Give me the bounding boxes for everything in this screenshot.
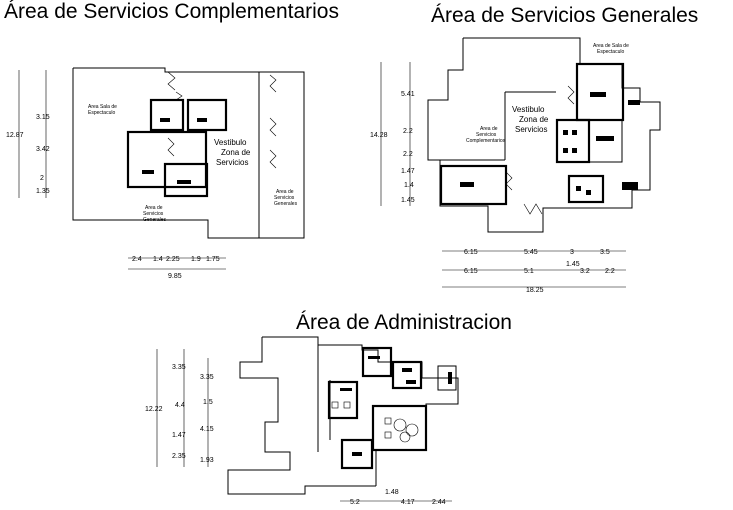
dim-v-1: 5.41 — [401, 91, 415, 98]
dim-h-3: 4.17 — [401, 499, 415, 506]
dim-v1-1: 3.35 — [172, 364, 186, 371]
label-sala-espectaculo-2: Espectaculo — [597, 49, 624, 55]
dim-v-2: 2.2 — [403, 128, 413, 135]
dim-h1-2: 5.45 — [524, 249, 538, 256]
label-vestibulo-2: Zona de — [519, 115, 549, 124]
title-administracion: Área de Administracion — [296, 311, 512, 334]
label-servicios-generales-right-2: Servicios — [274, 195, 295, 201]
plan-servicios-complementarios: Area Sala de Espectaculo Vestibulo Zona … — [6, 67, 305, 280]
label-servicios-generales-1: Area de — [145, 205, 163, 211]
dim-h-total: 18.25 — [526, 287, 544, 294]
dim-v2-1: 3.35 — [200, 374, 214, 381]
dim-v-2: 3.42 — [36, 146, 50, 153]
title-servicios-generales: Área de Servicios Generales — [431, 4, 699, 27]
dim-h2-4: 3.2 — [580, 268, 590, 275]
label-vestibulo-2: Zona de — [221, 148, 251, 157]
dim-h-4: 1.9 — [191, 256, 201, 263]
dim-h2-1: 6.15 — [464, 268, 478, 275]
dim-v2-3: 4.15 — [200, 426, 214, 433]
dim-v1-3: 1.47 — [172, 432, 186, 439]
label-servicios-complementarios-2: Servicios — [476, 132, 497, 138]
dim-h-1: 5.2 — [350, 499, 360, 506]
dim-v1-4: 2.35 — [172, 453, 186, 460]
title-servicios-complementarios: Área de Servicios Complementarios — [4, 0, 339, 23]
dim-v1-2: 4.4 — [175, 402, 185, 409]
label-sala-espectaculo-1: Area de Sala de — [593, 43, 629, 49]
dim-h1-4: 3.5 — [600, 249, 610, 256]
label-sala-espectaculo-2: Espectaculo — [88, 110, 115, 116]
dim-v-4: 1.47 — [401, 168, 415, 175]
dim-h2-2: 5.1 — [524, 268, 534, 275]
dim-h1-3: 3 — [570, 249, 574, 256]
dim-h2-3: 1.45 — [566, 261, 580, 268]
dim-v-5: 1.4 — [404, 182, 414, 189]
label-servicios-generales-2: Servicios — [143, 211, 164, 217]
label-servicios-generales-right-3: Generales — [274, 201, 298, 207]
label-servicios-generales-3: Generales — [143, 217, 167, 223]
dim-v-total: 14.28 — [370, 132, 388, 139]
dim-h1-1: 6.15 — [464, 249, 478, 256]
plan-administracion: 3.35 4.4 1.47 2.35 12.22 3.35 1.5 4.15 1… — [145, 336, 459, 506]
label-vestibulo-3: Servicios — [216, 158, 248, 167]
dim-v-1: 3.15 — [36, 114, 50, 121]
dim-v-3: 2 — [40, 175, 44, 182]
dim-v-total: 12.87 — [6, 132, 24, 139]
dim-v2-4: 1.93 — [200, 457, 214, 464]
dim-v-3: 2.2 — [403, 151, 413, 158]
label-servicios-generales-right-1: Area de — [276, 189, 294, 195]
dim-h2-5: 2.2 — [605, 268, 615, 275]
dim-v-total: 12.22 — [145, 406, 163, 413]
dim-h-5: 1.75 — [206, 256, 220, 263]
dim-v-6: 1.45 — [401, 197, 415, 204]
dim-h-3: 2.25 — [166, 256, 180, 263]
label-servicios-complementarios-3: Complementarios — [466, 138, 506, 144]
dim-h-2: 1.48 — [385, 489, 399, 496]
label-sala-espectaculo-1: Area Sala de — [88, 104, 117, 110]
dim-v2-2: 1.5 — [203, 399, 213, 406]
dim-h-1: 2.4 — [132, 256, 142, 263]
label-vestibulo-1: Vestibulo — [512, 105, 545, 114]
dim-h-2: 1.4 — [153, 256, 163, 263]
label-servicios-complementarios-1: Area de — [480, 126, 498, 132]
plan-servicios-generales: Area de Sala de Espectaculo Vestibulo Zo… — [370, 37, 661, 294]
dim-h-4: 2.44 — [432, 499, 446, 506]
label-vestibulo-3: Servicios — [515, 125, 547, 134]
label-vestibulo-1: Vestibulo — [214, 138, 247, 147]
dim-h-total: 9.85 — [168, 273, 182, 280]
dim-v-4: 1.35 — [36, 188, 50, 195]
